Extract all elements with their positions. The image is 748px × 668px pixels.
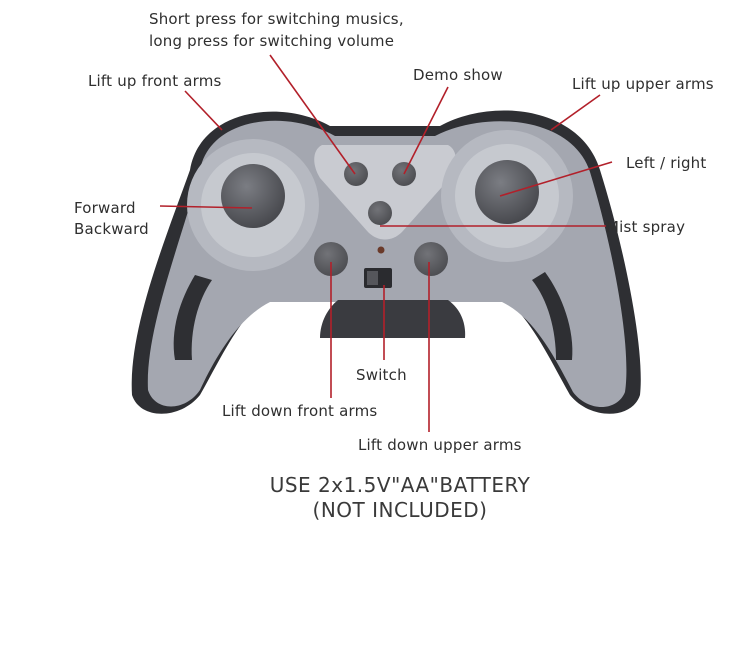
label-forward: Forward (74, 199, 136, 217)
pointer-lift-up-upper (550, 94, 601, 131)
pointer-left-right (499, 161, 613, 197)
label-mist-spray: Mist spray (606, 218, 686, 236)
label-backward: Backward (74, 220, 149, 238)
right-joystick[interactable] (475, 160, 539, 224)
label-demo-show: Demo show (413, 66, 503, 84)
pointer-demo (403, 86, 449, 175)
mist-button[interactable] (368, 201, 392, 225)
battery-note-line1: USE 2x1.5V"AA"BATTERY (269, 473, 531, 497)
left-joystick[interactable] (221, 164, 285, 228)
lift-down-upper-button[interactable] (414, 242, 448, 276)
music-button[interactable] (344, 162, 368, 186)
label-lift-up-upper-arms: Lift up upper arms (572, 75, 714, 93)
label-music-line1: Short press for switching musics, (149, 10, 404, 28)
label-left-right: Left / right (626, 154, 707, 172)
label-lift-up-front-arms: Lift up front arms (88, 72, 222, 90)
power-switch[interactable] (364, 268, 392, 288)
pointer-lines (159, 54, 613, 432)
pointer-lift-up-front (184, 90, 223, 131)
label-lift-down-upper-arms: Lift down upper arms (358, 436, 522, 454)
label-music-line2: long press for switching volume (149, 32, 395, 50)
label-lift-down-front-arms: Lift down front arms (222, 402, 378, 420)
battery-note-line2: (NOT INCLUDED) (312, 498, 488, 522)
pointer-music (269, 54, 356, 175)
pointer-forward-backward (159, 205, 253, 209)
label-switch: Switch (356, 366, 407, 384)
lift-down-front-button[interactable] (314, 242, 348, 276)
led-indicator (377, 246, 385, 254)
